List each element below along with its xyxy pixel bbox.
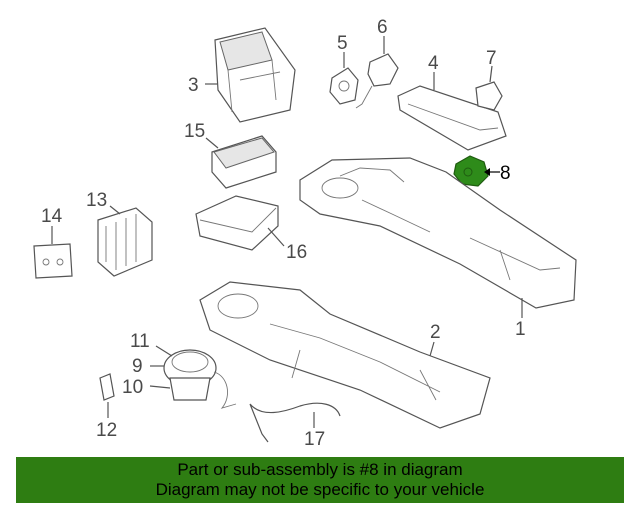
part-8-highlighted-actuator: [453, 155, 489, 187]
parts-diagram: 3 5 6 4 7 8 15 16: [33, 17, 577, 450]
diagram-svg: 3 5 6 4 7 8 15 16: [33, 17, 577, 450]
callout-15: 15: [184, 121, 205, 142]
part-4-duct-tray: [397, 85, 507, 151]
part-13-evaporator: [97, 207, 153, 277]
part-1-upper-housing: [299, 157, 577, 309]
banner-line-1: Part or sub-assembly is #8 in diagram: [177, 460, 463, 479]
part-3-inlet-housing: [214, 27, 296, 123]
part-12-resistor: [99, 373, 115, 401]
callout-7: 7: [486, 48, 497, 69]
callout-6: 6: [377, 17, 388, 38]
callout-4: 4: [428, 53, 439, 74]
callout-17: 17: [304, 429, 325, 450]
callout-11: 11: [130, 331, 150, 352]
callout-9: 9: [132, 356, 143, 377]
part-5-actuator: [329, 67, 359, 105]
callout-13: 13: [86, 190, 107, 211]
callout-10: 10: [122, 377, 143, 398]
callout-1: 1: [515, 319, 526, 340]
banner-line-2: Diagram may not be specific to your vehi…: [155, 480, 485, 499]
part-15-filter: [211, 135, 277, 189]
part-6-actuator: [355, 53, 399, 109]
callout-8: 8: [500, 163, 511, 184]
callout-14: 14: [41, 206, 63, 227]
notice-banner: Part or sub-assembly is #8 in diagram Di…: [16, 457, 624, 503]
callout-2: 2: [430, 322, 441, 343]
part-2-lower-housing: [199, 281, 491, 429]
part-14-seal-plate: [33, 243, 73, 279]
part-17-wiring-harness: [249, 402, 341, 443]
callout-16: 16: [286, 242, 307, 263]
part-9-11-blower-assembly: [163, 349, 237, 409]
callout-5: 5: [337, 33, 348, 54]
part-16-tray: [195, 195, 279, 251]
callout-3: 3: [188, 75, 199, 96]
part-7-actuator: [475, 81, 503, 111]
callout-12: 12: [96, 420, 117, 441]
